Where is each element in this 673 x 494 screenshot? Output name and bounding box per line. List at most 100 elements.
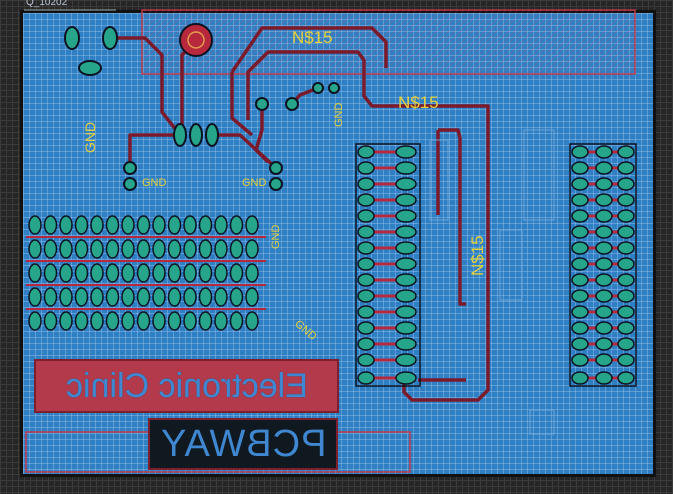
pin-pad[interactable]: [167, 215, 182, 235]
pin-pad[interactable]: [121, 239, 135, 259]
pin-pad[interactable]: [245, 311, 259, 331]
via-pads[interactable]: [123, 82, 340, 191]
pin-pad[interactable]: [43, 287, 58, 307]
pin-pad[interactable]: [152, 215, 166, 235]
header-right-outline: [569, 143, 637, 387]
pin-pad[interactable]: [183, 215, 197, 235]
pin-pad[interactable]: [121, 263, 135, 283]
pin-pad[interactable]: [245, 263, 259, 283]
pin-pad[interactable]: [229, 215, 244, 235]
pin-pad[interactable]: [90, 215, 104, 235]
logo-pcbway[interactable]: PCBWAY: [148, 418, 338, 470]
header-right-pads[interactable]: [571, 145, 635, 385]
pin-pad[interactable]: [198, 263, 213, 283]
pin-pad[interactable]: [245, 239, 259, 259]
pin-pad[interactable]: [229, 263, 244, 283]
gnd-label-left[interactable]: GND: [82, 121, 98, 153]
pin-pad[interactable]: [229, 311, 244, 331]
pin-pad[interactable]: [121, 311, 135, 331]
gnd-label-inline-right[interactable]: GND: [242, 177, 267, 189]
pin-pad[interactable]: [121, 215, 135, 235]
pin-pad[interactable]: [90, 311, 104, 331]
pin-pad[interactable]: [136, 215, 151, 235]
pin-pad[interactable]: [43, 239, 58, 259]
relay-coil-inner: [187, 31, 205, 49]
pin-pad[interactable]: [74, 311, 89, 331]
pin-pad[interactable]: [121, 287, 135, 307]
pin-pad[interactable]: [105, 239, 120, 259]
pin-pad[interactable]: [43, 311, 58, 331]
regulator-pads[interactable]: [173, 123, 219, 147]
net-label-top[interactable]: N$15: [292, 28, 333, 47]
pin-pad[interactable]: [105, 263, 120, 283]
pin-pad[interactable]: [167, 239, 182, 259]
pin-pad[interactable]: [214, 215, 228, 235]
pin-pad[interactable]: [59, 215, 73, 235]
pin-pad[interactable]: [214, 311, 228, 331]
pin-pad[interactable]: [167, 263, 182, 283]
pin-pad[interactable]: [245, 287, 259, 307]
pin-pad[interactable]: [167, 311, 182, 331]
pin-pad[interactable]: [28, 311, 42, 331]
gnd-label-right[interactable]: GND: [333, 102, 345, 127]
pin-pad[interactable]: [167, 287, 182, 307]
pin-pad[interactable]: [152, 239, 166, 259]
pin-pad[interactable]: [28, 215, 42, 235]
logo-electronic-clinic-text: Electronic Clinic: [65, 366, 308, 405]
pin-pad[interactable]: [90, 239, 104, 259]
keepout-hatch: [142, 10, 635, 74]
pin-pad[interactable]: [245, 215, 259, 235]
pin-pad[interactable]: [136, 311, 151, 331]
pin-pad[interactable]: [198, 239, 213, 259]
pin-pad[interactable]: [59, 287, 73, 307]
pin-pad[interactable]: [214, 263, 228, 283]
pin-pad[interactable]: [28, 287, 42, 307]
gnd-label-inline-left[interactable]: GND: [142, 177, 167, 189]
header-left-outline: [355, 143, 421, 387]
pin-pad[interactable]: [59, 239, 73, 259]
pin-pad[interactable]: [59, 263, 73, 283]
pin-header-grid[interactable]: [28, 215, 259, 331]
pin-pad[interactable]: [229, 239, 244, 259]
pin-pad[interactable]: [152, 287, 166, 307]
traces: [110, 26, 490, 402]
pin-pad[interactable]: [183, 287, 197, 307]
silkscreen-ghosts: [429, 129, 555, 435]
pin-pad[interactable]: [74, 287, 89, 307]
pin-pad[interactable]: [105, 311, 120, 331]
pin-pad[interactable]: [43, 263, 58, 283]
pin-pad[interactable]: [152, 311, 166, 331]
top-left-pads[interactable]: [64, 26, 118, 76]
pin-pad[interactable]: [136, 263, 151, 283]
pin-pad[interactable]: [74, 239, 89, 259]
pin-pad[interactable]: [136, 287, 151, 307]
pin-pad[interactable]: [74, 215, 89, 235]
pin-pad[interactable]: [183, 311, 197, 331]
pin-pad[interactable]: [214, 287, 228, 307]
pin-pad[interactable]: [28, 239, 42, 259]
pin-pad[interactable]: [59, 311, 73, 331]
net-label-vertical[interactable]: N$15: [468, 235, 487, 276]
pin-pad[interactable]: [43, 215, 58, 235]
net-label-middle[interactable]: N$15: [398, 93, 439, 112]
pin-pad[interactable]: [136, 239, 151, 259]
pin-pad[interactable]: [90, 263, 104, 283]
pin-pad[interactable]: [74, 263, 89, 283]
relay-coil[interactable]: [179, 23, 213, 57]
pin-pad[interactable]: [183, 239, 197, 259]
pin-pad[interactable]: [214, 239, 228, 259]
pin-pad[interactable]: [183, 263, 197, 283]
pin-pad[interactable]: [229, 287, 244, 307]
header-left-pads[interactable]: [357, 145, 417, 385]
pin-pad[interactable]: [105, 287, 120, 307]
gnd-label-header[interactable]: GND: [270, 224, 282, 249]
pin-pad[interactable]: [28, 263, 42, 283]
pin-pad[interactable]: [90, 287, 104, 307]
pin-pad[interactable]: [198, 311, 213, 331]
pin-pad[interactable]: [198, 287, 213, 307]
pin-pad[interactable]: [198, 215, 213, 235]
logo-electronic-clinic[interactable]: Electronic Clinic: [34, 359, 339, 413]
pin-pad[interactable]: [105, 215, 120, 235]
pin-pad[interactable]: [152, 263, 166, 283]
